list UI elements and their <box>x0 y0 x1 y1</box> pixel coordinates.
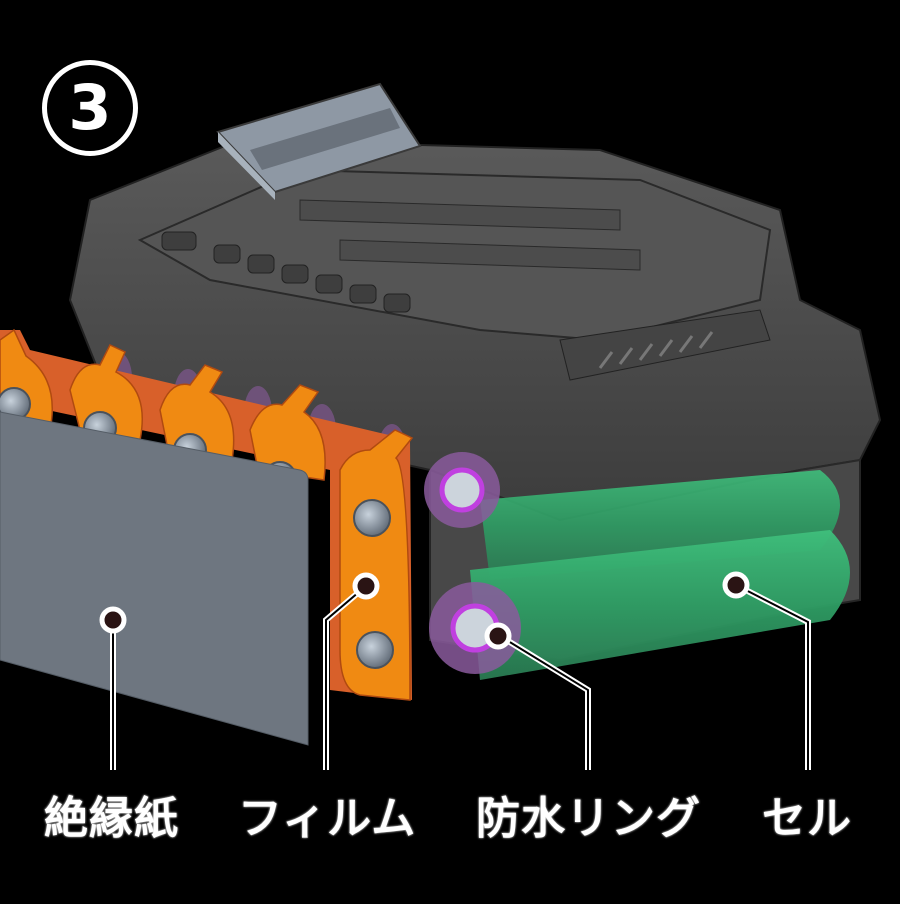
label-waterproof-ring: 防水リング <box>476 793 701 844</box>
step-number-badge: 3 <box>42 60 138 156</box>
handle <box>216 82 422 200</box>
callout-dot-insulation-paper <box>99 606 127 634</box>
label-insulation-paper: 絶縁紙 <box>44 793 179 844</box>
insulation-paper-sheet <box>0 411 309 746</box>
battery-cells <box>470 470 850 680</box>
vent-slots <box>161 231 411 313</box>
callout-dot-cell <box>722 571 750 599</box>
callout-dots <box>99 571 750 650</box>
callout-dot-film <box>352 572 380 600</box>
callout-lines-inner <box>112 585 809 770</box>
label-cell: セル <box>762 793 852 844</box>
callout-dot-waterproof-ring <box>484 622 512 650</box>
label-film: フィルム <box>238 793 417 844</box>
film-connector-strip <box>0 328 414 701</box>
